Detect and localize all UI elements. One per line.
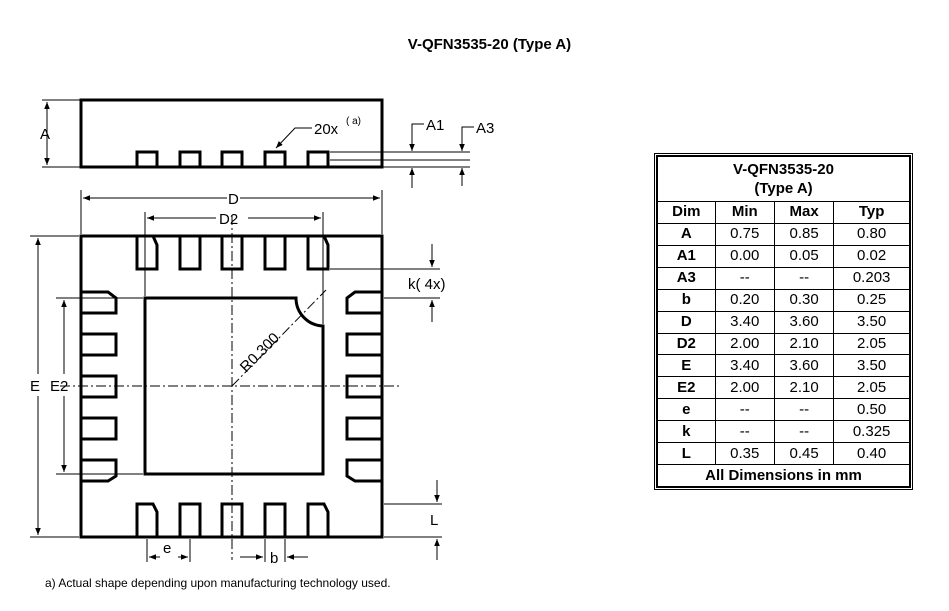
cell-min: -- bbox=[714, 420, 775, 444]
cell-min: 2.00 bbox=[714, 376, 775, 400]
table-title-line1: V-QFN3535-20 bbox=[733, 160, 834, 178]
dim-label-A: A bbox=[40, 126, 50, 143]
dim-label-A1: A1 bbox=[426, 117, 444, 134]
table-title: V-QFN3535-20 (Type A) bbox=[657, 156, 910, 202]
cell-dim: D2 bbox=[657, 332, 716, 356]
cell-typ: 0.25 bbox=[833, 288, 910, 312]
page-title: V-QFN3535-20 (Type A) bbox=[407, 36, 572, 53]
cell-max: 2.10 bbox=[773, 332, 835, 356]
side-view-leads bbox=[135, 150, 330, 169]
footnote: a) Actual shape depending upon manufactu… bbox=[45, 576, 391, 590]
cell-min: 0.35 bbox=[714, 442, 775, 466]
table-header-row: Dim Min Max Typ bbox=[657, 200, 910, 224]
cell-max: -- bbox=[773, 420, 835, 444]
cell-max: 2.10 bbox=[773, 376, 835, 400]
cell-min: 2.00 bbox=[714, 332, 775, 356]
cell-dim: k bbox=[657, 420, 716, 444]
side-view bbox=[42, 98, 474, 188]
cell-min: 0.75 bbox=[714, 222, 775, 246]
table-title-line2: (Type A) bbox=[754, 179, 813, 197]
cell-min: 0.20 bbox=[714, 288, 775, 312]
dim-label-A3: A3 bbox=[476, 120, 494, 137]
dim-label-e: e bbox=[163, 540, 171, 557]
cell-typ: 2.05 bbox=[833, 332, 910, 356]
cell-typ: 2.05 bbox=[833, 376, 910, 400]
header-min: Min bbox=[714, 200, 775, 224]
pins-note-superscript: ( a) bbox=[346, 116, 361, 127]
dim-label-D2: D2 bbox=[219, 211, 238, 228]
dim-label-L: L bbox=[430, 512, 438, 529]
dim-label-E: E bbox=[30, 378, 40, 395]
cell-max: 3.60 bbox=[773, 310, 835, 334]
table-footer: All Dimensions in mm bbox=[657, 464, 910, 487]
cell-dim: A bbox=[657, 222, 716, 246]
table-row: A3----0.203 bbox=[657, 266, 910, 290]
table-row: e----0.50 bbox=[657, 398, 910, 422]
cell-typ: 3.50 bbox=[833, 310, 910, 334]
cell-dim: A3 bbox=[657, 266, 716, 290]
cell-dim: e bbox=[657, 398, 716, 422]
cell-max: -- bbox=[773, 266, 835, 290]
cell-dim: D bbox=[657, 310, 716, 334]
cell-min: 0.00 bbox=[714, 244, 775, 268]
cell-typ: 0.325 bbox=[833, 420, 910, 444]
cell-max: 0.85 bbox=[773, 222, 835, 246]
cell-typ: 0.80 bbox=[833, 222, 910, 246]
cell-max: 0.05 bbox=[773, 244, 835, 268]
top-pads bbox=[135, 234, 330, 271]
cell-max: 3.60 bbox=[773, 354, 835, 378]
cell-dim: L bbox=[657, 442, 716, 466]
cell-typ: 3.50 bbox=[833, 354, 910, 378]
cell-typ: 0.40 bbox=[833, 442, 910, 466]
dim-label-E2: E2 bbox=[50, 378, 68, 395]
header-typ: Typ bbox=[833, 200, 910, 224]
cell-min: -- bbox=[714, 398, 775, 422]
cell-dim: E bbox=[657, 354, 716, 378]
cell-typ: 0.203 bbox=[833, 266, 910, 290]
pins-note: 20x bbox=[314, 121, 339, 138]
header-max: Max bbox=[773, 200, 835, 224]
right-pads bbox=[345, 290, 384, 483]
dim-label-k: k( 4x) bbox=[408, 276, 446, 293]
cell-dim: E2 bbox=[657, 376, 716, 400]
cell-typ: 0.50 bbox=[833, 398, 910, 422]
cell-dim: A1 bbox=[657, 244, 716, 268]
cell-min: -- bbox=[714, 266, 775, 290]
cell-typ: 0.02 bbox=[833, 244, 910, 268]
bottom-view bbox=[30, 190, 442, 562]
bottom-pads bbox=[135, 502, 330, 539]
cell-dim: b bbox=[657, 288, 716, 312]
cell-min: 3.40 bbox=[714, 354, 775, 378]
cell-max: -- bbox=[773, 398, 835, 422]
cell-max: 0.30 bbox=[773, 288, 835, 312]
dim-label-radius: R0.300 bbox=[237, 330, 283, 376]
header-dim: Dim bbox=[657, 200, 716, 224]
exposed-pad bbox=[143, 296, 325, 476]
table-row: k----0.325 bbox=[657, 420, 910, 444]
dim-label-D: D bbox=[228, 191, 239, 208]
cell-max: 0.45 bbox=[773, 442, 835, 466]
cell-min: 3.40 bbox=[714, 310, 775, 334]
dim-label-b: b bbox=[270, 550, 278, 567]
